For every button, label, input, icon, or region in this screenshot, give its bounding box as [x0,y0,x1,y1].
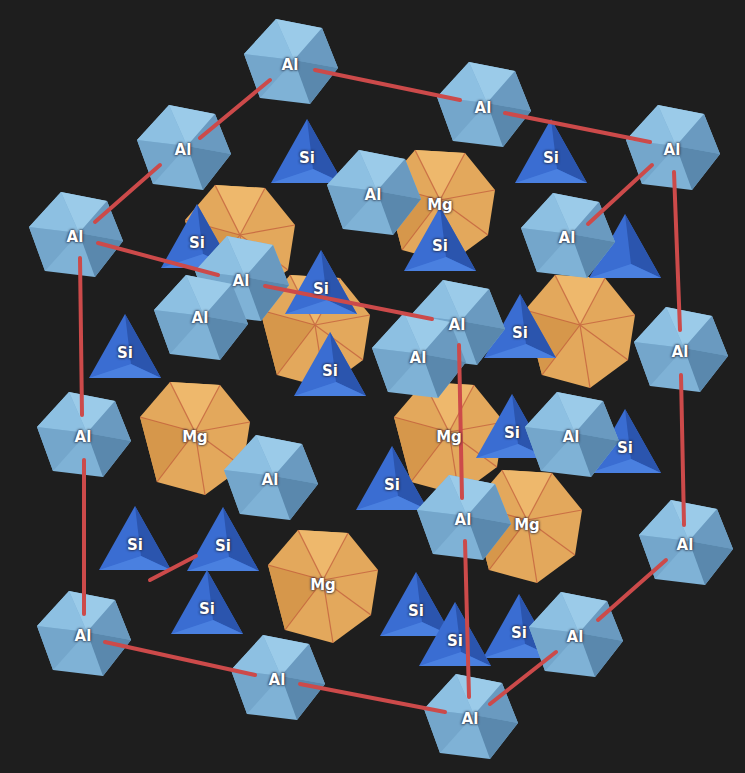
al-octahedra [29,19,733,759]
atom-label: Al [233,272,250,290]
atom-label: Si [432,237,448,255]
atom-label: Al [75,627,92,645]
atom-label: Al [677,536,694,554]
atom-label: Al [282,56,299,74]
atom-label: Si [447,632,463,650]
atom-label: Mg [182,428,208,446]
atom-label: Al [455,511,472,529]
atom-label: Si [127,536,143,554]
atom-label: Mg [310,576,336,594]
atom-label: Si [617,439,633,457]
atom-label: Al [75,428,92,446]
atom-label: Si [299,149,315,167]
unit-cell-lines [80,70,684,712]
atom-label: Al [449,316,466,334]
atom-label: Si [543,149,559,167]
atom-label: Si [512,324,528,342]
atom-label: Al [672,343,689,361]
atom-label: Si [511,624,527,642]
atom-label: Al [192,309,209,327]
atom-label: Si [199,600,215,618]
atom-label: Al [410,349,427,367]
atom-label: Al [563,428,580,446]
atom-label: Si [215,537,231,555]
atom-label: Al [269,671,286,689]
atom-label: Al [67,228,84,246]
atom-label: Si [189,234,205,252]
atom-label: Al [262,471,279,489]
atom-label: Si [384,476,400,494]
atom-label: Al [175,141,192,159]
atom-label: Mg [514,516,540,534]
atom-label: Al [567,628,584,646]
atom-label: Si [117,344,133,362]
atom-label: Si [504,424,520,442]
atom-label: Si [313,280,329,298]
atom-label: Al [664,141,681,159]
atom-label: Al [559,229,576,247]
atom-label: Al [462,710,479,728]
atom-label: Al [475,99,492,117]
atom-label: Si [322,362,338,380]
atom-label: Mg [427,196,453,214]
atom-label: Al [365,186,382,204]
mg-dodecahedra [140,150,635,643]
atom-label: Mg [436,428,462,446]
atom-label: Si [408,602,424,620]
si-tetrahedra [89,119,661,666]
